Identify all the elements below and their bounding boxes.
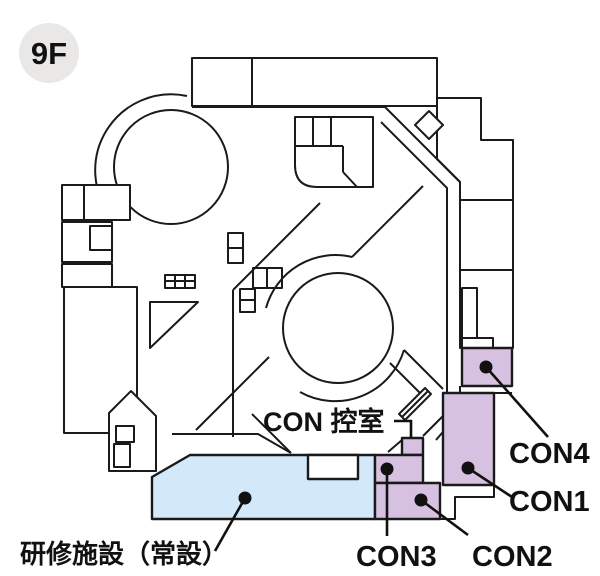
floor-badge-label: 9F [31,36,67,71]
hikae-connector-line [394,419,413,437]
wall-segment [195,356,270,431]
wall-segment [299,349,405,403]
floor-badge: 9F [19,23,79,83]
wall-segment [351,185,424,258]
wall-segment [61,184,131,221]
wall-segment [389,362,422,395]
wall-segment [232,202,321,291]
wall-segment [387,439,403,453]
wall-segment [113,443,131,468]
con3-marker-dot [380,462,394,476]
room-labels: CON 控室 CON4 CON1 CON3 CON2 研修施設（常設） [20,406,590,573]
wall-segment [440,485,495,520]
kenshu-leader-line [213,497,247,552]
wall-segment [282,272,394,384]
label-con1: CON1 [509,486,590,518]
con1-marker-dot [461,461,475,475]
leader-annotations [213,360,549,552]
wall-segment [401,390,429,418]
wall-segment [380,121,448,412]
wall-segment [461,337,494,349]
building-outline [61,57,514,520]
label-con-hikaeshitsu: CON 控室 [263,406,385,437]
label-con4: CON4 [509,438,590,470]
room-con-hikaeshitsu [400,436,425,457]
wall-segment [461,287,478,339]
wall-segment [172,433,292,454]
wall-segment [414,110,444,140]
con4-leader-line [485,366,549,438]
wall-segment [61,263,113,288]
label-kenshu-shisetsu: 研修施設（常設） [20,539,228,569]
label-con3: CON3 [356,541,437,573]
wall-segment [191,57,438,107]
wall-segment [149,301,199,349]
floor-badge-circle [19,23,79,83]
con2-marker-dot [414,493,428,507]
con4-marker-dot [479,360,493,374]
wall-segment [294,116,374,188]
con1-leader-line [467,466,513,499]
wall-segment [113,109,229,225]
wall-segment [403,349,444,390]
room-kenshu-notch [306,453,360,481]
label-con2: CON2 [472,541,553,573]
wall-segment [192,106,461,183]
wall-segment [265,254,353,309]
wall-segment [342,171,358,188]
room-con2 [373,481,442,521]
wall-segment [115,425,135,443]
con2-leader-line [420,498,469,537]
wall-segment [89,225,113,251]
wall-segment [251,413,292,454]
kenshu-marker-dot [238,491,252,505]
